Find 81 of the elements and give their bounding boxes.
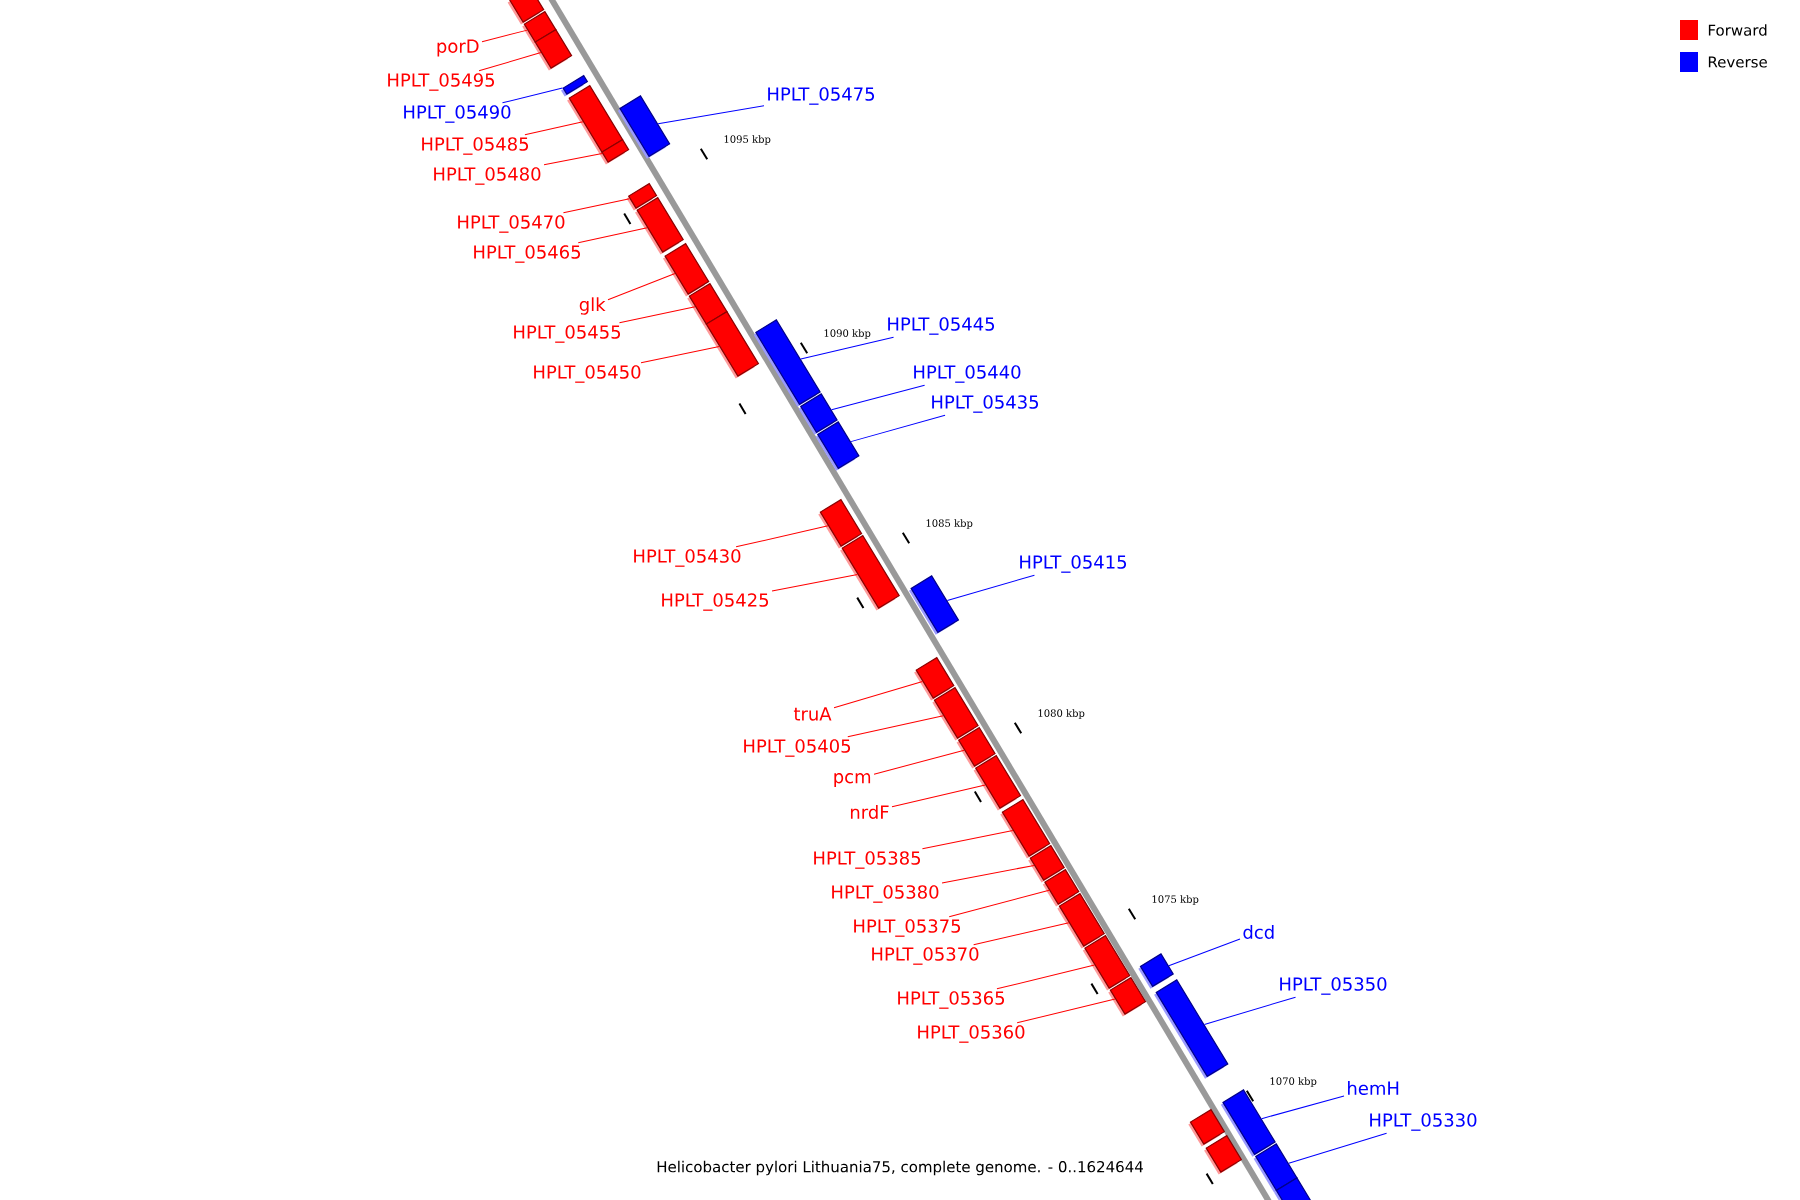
gene-label: glk: [579, 297, 606, 315]
leader-line: [973, 922, 1070, 946]
leader-line: [833, 681, 923, 709]
gene-block: [662, 242, 710, 297]
leader-line: [607, 273, 676, 301]
leader-line: [1261, 1095, 1345, 1120]
gene-block: [973, 754, 1022, 811]
gene-label: HPLT_05445: [888, 317, 995, 335]
leader-line: [657, 105, 765, 125]
leader-line: [501, 87, 563, 104]
gene-label: HPLT_05450: [534, 365, 641, 383]
gene-block: [1154, 979, 1229, 1079]
gene-label: HPLT_05350: [1280, 977, 1387, 995]
leader-line: [941, 864, 1035, 884]
gene-label: HPLT_05485: [422, 137, 529, 155]
gene-label: truA: [793, 707, 832, 721]
leader-line: [640, 346, 720, 364]
leader-line: [771, 573, 858, 592]
leader-line: [562, 198, 631, 214]
gene-block: [840, 534, 900, 611]
leader-line: [1168, 938, 1241, 967]
leader-line: [847, 715, 944, 738]
gene-label: HPLT_05475: [768, 87, 875, 105]
gene-block: [753, 319, 821, 407]
gene-label: porD: [437, 39, 479, 57]
gene-label: HPLT_05470: [458, 215, 565, 233]
leader-line: [735, 525, 829, 548]
leader-line: [481, 29, 528, 43]
gene-label: HPLT_05430: [634, 549, 741, 567]
leader-line: [891, 784, 986, 808]
gene-block: [599, 138, 630, 165]
leader-line: [543, 152, 603, 166]
gene-label: HPLT_05330: [1370, 1113, 1477, 1131]
gene-block: [1108, 976, 1147, 1017]
leader-line: [478, 52, 542, 72]
gene-label: nrdF: [850, 805, 889, 819]
gene-block: [1274, 1177, 1316, 1200]
gene-block: [932, 686, 979, 741]
gene-label: pcm: [834, 773, 871, 787]
gene-label: dcd: [1243, 925, 1274, 939]
gene-block: [815, 421, 860, 471]
gene-block: [1138, 953, 1174, 989]
gene-label: HPLT_05370: [872, 947, 979, 965]
gene-label: HPLT_05495: [388, 73, 495, 91]
gene-block: [567, 84, 624, 155]
gene-label: HPLT_05435: [932, 395, 1039, 413]
gene-label: HPLT_05490: [404, 105, 511, 123]
gene-block: [533, 28, 573, 71]
gene-label: hemH: [1348, 1081, 1399, 1095]
gene-label: HPLT_05380: [832, 885, 939, 903]
gene-label: HPLT_05415: [1020, 555, 1127, 573]
gene-block: [635, 196, 684, 255]
leader-line: [850, 414, 946, 443]
gene-label: HPLT_05375: [854, 919, 961, 937]
gene-label: HPLT_05465: [474, 245, 581, 263]
leader-line: [1203, 996, 1296, 1025]
gene-label: HPLT_05360: [918, 1025, 1025, 1043]
leader-line: [948, 889, 1050, 918]
gene-label: HPLT_05425: [662, 593, 769, 611]
gene-label: HPLT_05480: [434, 167, 541, 185]
leader-line: [1288, 1132, 1388, 1164]
leader-line: [996, 964, 1095, 990]
gene-block: [617, 95, 671, 159]
leader-line: [1016, 998, 1116, 1024]
leader-line: [946, 574, 1035, 601]
gene-block: [507, 0, 545, 25]
leader-line: [800, 336, 895, 360]
leader-line: [577, 227, 648, 244]
leader-line: [618, 306, 696, 324]
gene-label: HPLT_05385: [814, 851, 921, 869]
leader-line: [921, 830, 1014, 850]
leader-line: [524, 121, 584, 136]
gene-block: [1000, 798, 1051, 859]
gene-label: HPLT_05405: [744, 739, 851, 757]
leader-line: [831, 384, 926, 411]
gene-label: HPLT_05365: [898, 991, 1005, 1009]
gene-block: [1082, 934, 1131, 991]
leader-line: [873, 749, 965, 775]
gene-block: [818, 498, 863, 549]
gene-label: HPLT_05440: [914, 365, 1021, 383]
gene-label: HPLT_05455: [514, 325, 621, 343]
